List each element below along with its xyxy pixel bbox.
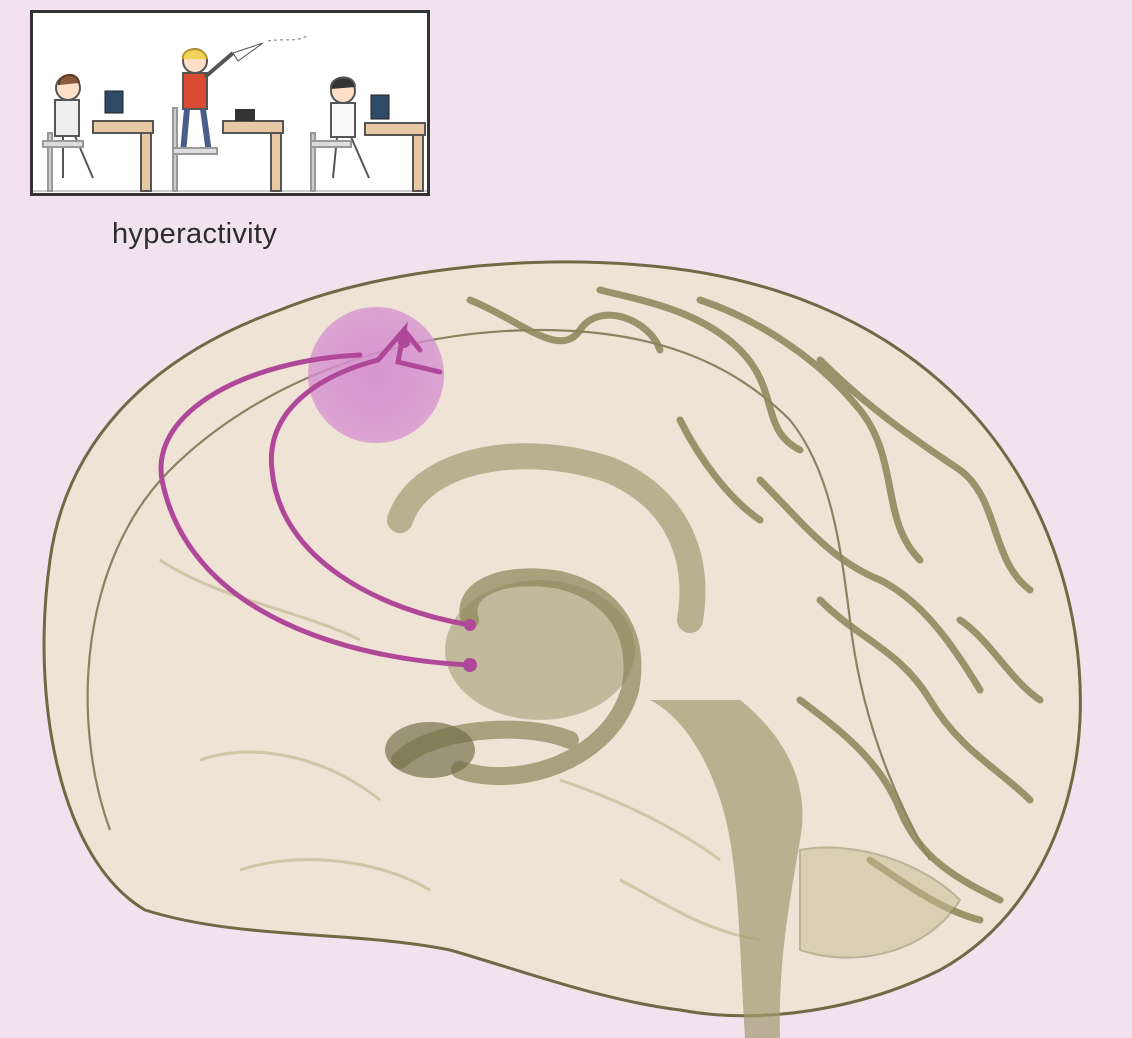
thalamus	[445, 580, 635, 720]
amygdala	[385, 722, 475, 778]
desk-3	[365, 123, 425, 135]
paper-plane	[233, 43, 263, 61]
classroom-illustration	[33, 13, 427, 193]
book-2	[235, 109, 255, 121]
desk-1	[93, 121, 153, 133]
book-1	[105, 91, 123, 113]
inset-caption: hyperactivity	[112, 218, 277, 251]
desk-2	[223, 121, 283, 133]
motor-cortex-highlight	[308, 307, 444, 443]
classroom-inset	[30, 10, 430, 196]
seated-child-2	[311, 77, 369, 191]
seated-child-1	[43, 75, 93, 191]
book-3	[371, 95, 389, 119]
